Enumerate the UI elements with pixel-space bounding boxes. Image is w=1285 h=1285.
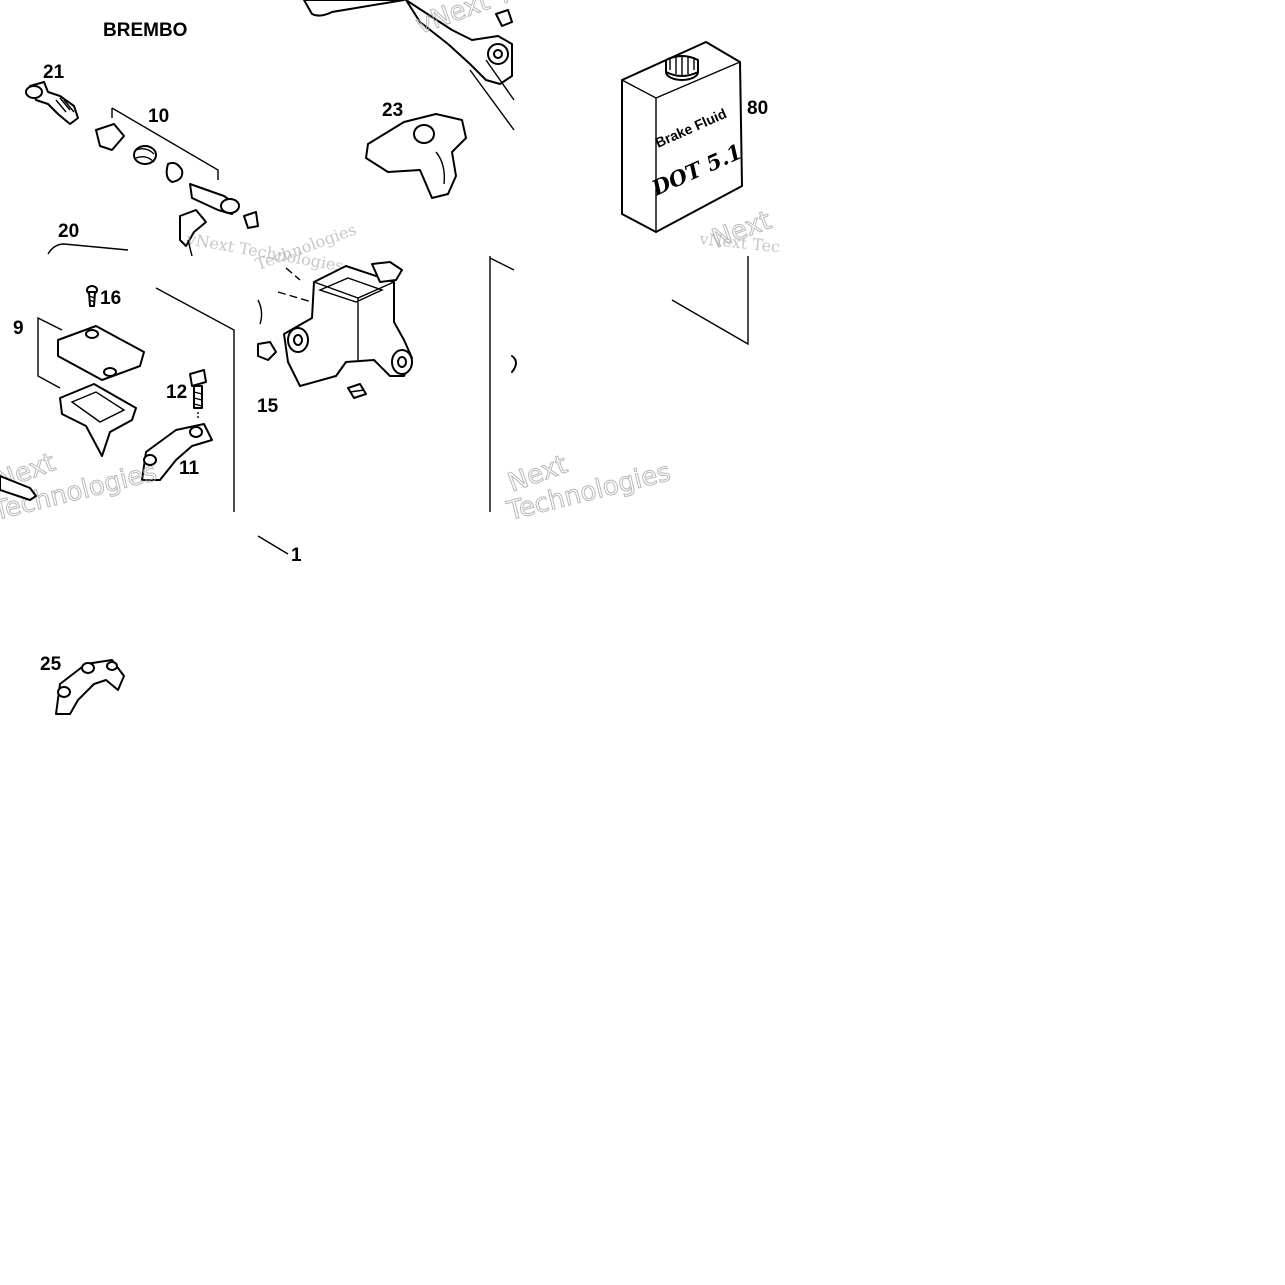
callout-11: 11 [179, 458, 200, 479]
frame-line [155, 287, 235, 512]
callout-15: 15 [257, 396, 279, 417]
leader-line-1 [257, 535, 289, 555]
part-20-lever-pin [47, 209, 259, 257]
part-fragment [511, 355, 517, 373]
part-23-lever-bracket [365, 113, 467, 199]
part-21-bleed-screw [25, 81, 79, 125]
part-11-clamp [141, 423, 213, 481]
frame-line [489, 257, 515, 271]
callout-25: 25 [40, 654, 62, 675]
brake-lever [303, 0, 515, 131]
callout-21: 21 [43, 62, 65, 83]
callout-12: 12 [166, 382, 187, 403]
master-cylinder [257, 261, 413, 399]
part-16-screw [86, 285, 98, 307]
brake-fluid-can: Brake Fluid DOT 5.1 [621, 41, 746, 233]
callout-9: 9 [13, 318, 24, 339]
part-10-piston-kit [95, 107, 240, 215]
diagram-title: BREMBO [103, 20, 187, 41]
part-25-clamp [55, 659, 125, 715]
callout-23: 23 [382, 100, 403, 121]
hose-fragment [0, 475, 37, 501]
frame-line [671, 256, 749, 346]
part-9-reservoir-cap [37, 316, 145, 457]
callout-20: 20 [58, 221, 79, 242]
callout-1: 1 [291, 545, 302, 566]
callout-10: 10 [148, 106, 169, 127]
callout-16: 16 [100, 288, 121, 309]
callout-80: 80 [747, 98, 768, 119]
part-12-bolt [189, 369, 207, 420]
